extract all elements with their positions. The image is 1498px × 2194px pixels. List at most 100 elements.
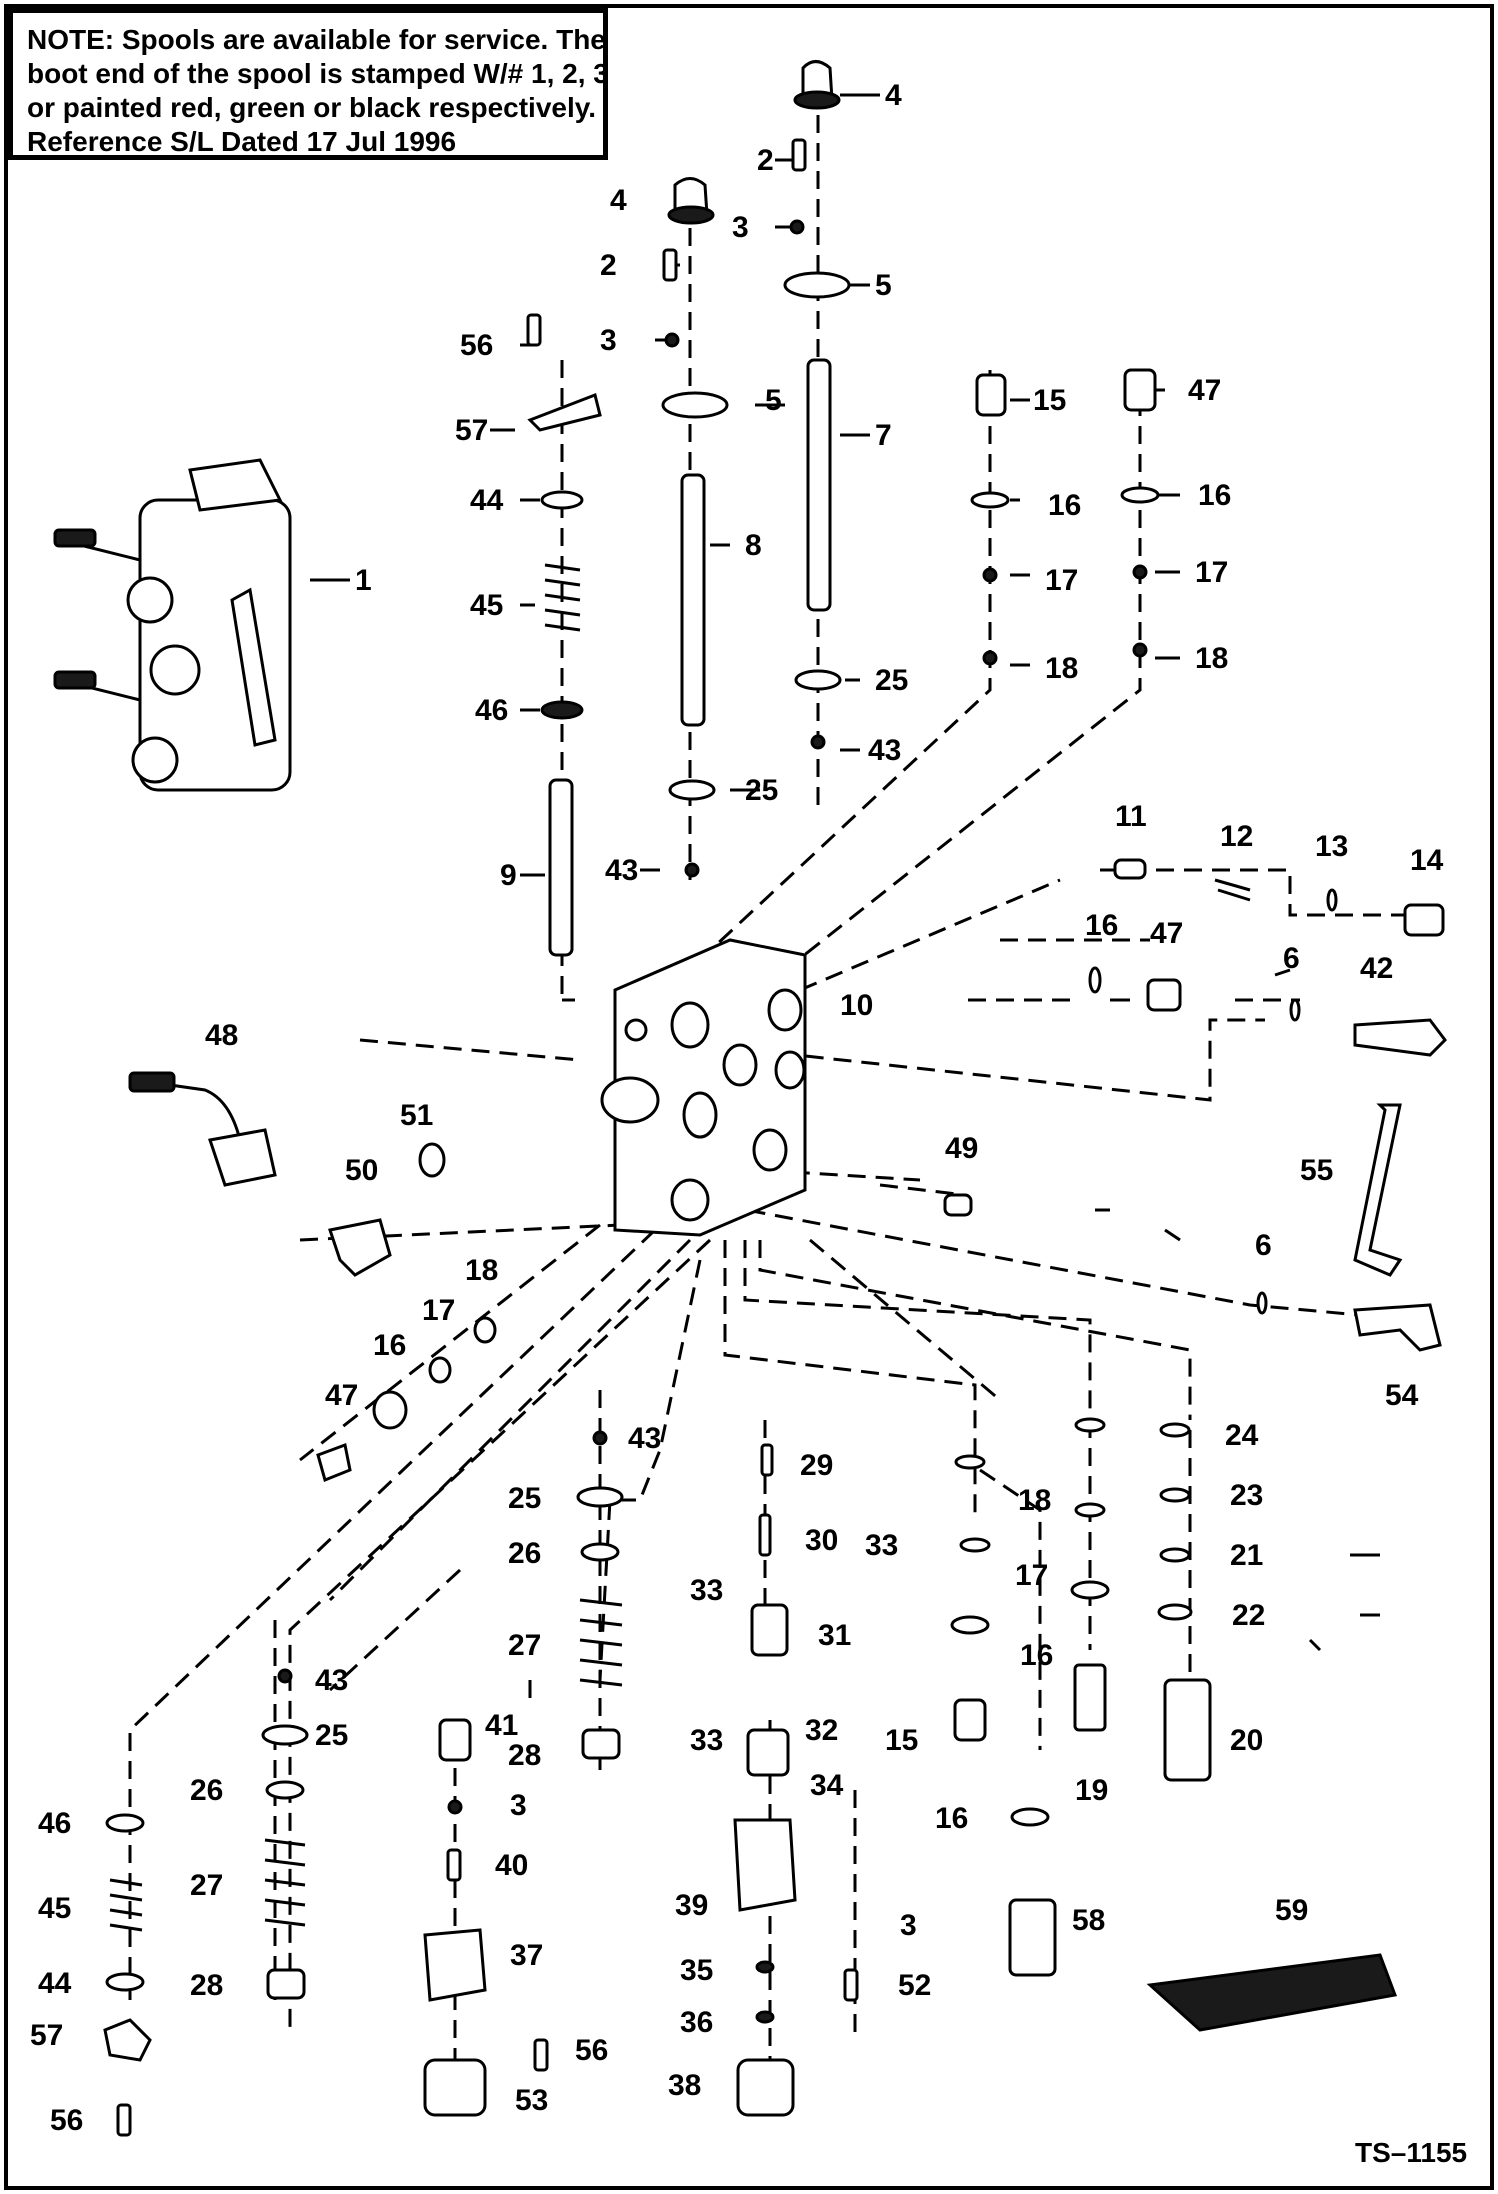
callout-43: 43 — [628, 1422, 661, 1455]
callout-3: 3 — [510, 1789, 527, 1822]
callout-53: 53 — [515, 2084, 548, 2117]
callout-5: 5 — [875, 269, 892, 302]
callout-40: 40 — [495, 1849, 528, 1882]
callout-11: 11 — [1115, 800, 1147, 833]
valve-body-10 — [600, 938, 807, 1237]
valve-assembly-1 — [53, 458, 292, 792]
callout-18: 18 — [1045, 652, 1078, 685]
callout-18: 18 — [465, 1254, 498, 1287]
callout-12: 12 — [1220, 820, 1253, 853]
callout-46: 46 — [475, 694, 508, 727]
callout-57: 57 — [30, 2019, 63, 2052]
callout-39: 39 — [675, 1889, 708, 1922]
callout-35: 35 — [680, 1954, 713, 1987]
callout-7: 7 — [875, 419, 892, 452]
callout-22: 22 — [1232, 1599, 1265, 1632]
callout-45: 45 — [470, 589, 503, 622]
callout-9: 9 — [500, 859, 517, 892]
callout-23: 23 — [1230, 1479, 1263, 1512]
service-note-box: NOTE: Spools are available for service. … — [8, 8, 609, 160]
callout-44: 44 — [470, 484, 504, 517]
callout-25: 25 — [508, 1482, 541, 1515]
callout-33: 33 — [690, 1574, 723, 1607]
callout-17: 17 — [422, 1294, 455, 1327]
callout-16: 16 — [1198, 479, 1231, 512]
drawing-number: TS–1155 — [1355, 2137, 1467, 2168]
callout-3: 3 — [732, 211, 749, 244]
callout-17: 17 — [1045, 564, 1078, 597]
callout-42: 42 — [1360, 952, 1393, 985]
parts — [53, 60, 1447, 2137]
callout-6: 6 — [1283, 942, 1300, 975]
callout-33: 33 — [690, 1724, 723, 1757]
callout-50: 50 — [345, 1154, 378, 1187]
callout-27: 27 — [190, 1869, 223, 1902]
callout-2: 2 — [757, 144, 774, 177]
callout-1: 1 — [355, 564, 372, 597]
note-line-4: Reference S/L Dated 17 Jul 1996 — [27, 126, 457, 157]
callout-47: 47 — [1150, 917, 1183, 950]
callout-5: 5 — [765, 384, 782, 417]
callout-26: 26 — [190, 1774, 223, 1807]
callout-31: 31 — [818, 1619, 851, 1652]
drawing-border — [4, 4, 1494, 2190]
callout-46: 46 — [38, 1807, 71, 1840]
callout-3: 3 — [900, 1909, 917, 1942]
callout-43: 43 — [868, 734, 901, 767]
callout-4: 4 — [885, 79, 902, 112]
callout-25: 25 — [745, 774, 778, 807]
callout-8: 8 — [745, 529, 762, 562]
callout-55: 55 — [1300, 1154, 1333, 1187]
callout-36: 36 — [680, 2006, 713, 2039]
callout-25: 25 — [315, 1719, 348, 1752]
callout-18: 18 — [1195, 642, 1228, 675]
callout-48: 48 — [205, 1019, 238, 1052]
callout-24: 24 — [1225, 1419, 1259, 1452]
callout-33: 33 — [865, 1529, 898, 1562]
leader-lines — [310, 93, 1380, 1652]
callout-37: 37 — [510, 1939, 543, 1972]
callout-47: 47 — [325, 1379, 358, 1412]
note-line-3: or painted red, green or black respectiv… — [27, 92, 597, 123]
callout-27: 27 — [508, 1629, 541, 1662]
callout-28: 28 — [508, 1739, 541, 1772]
callout-3: 3 — [600, 324, 617, 357]
callout-25: 25 — [875, 664, 908, 697]
callout-34: 34 — [810, 1769, 844, 1802]
callout-26: 26 — [508, 1537, 541, 1570]
callout-59: 59 — [1275, 1894, 1308, 1927]
callout-43: 43 — [315, 1664, 348, 1697]
callout-15: 15 — [885, 1724, 918, 1757]
callout-4: 4 — [610, 184, 627, 217]
callout-41: 41 — [485, 1709, 518, 1742]
callout-17: 17 — [1015, 1559, 1048, 1592]
callout-15: 15 — [1033, 384, 1066, 417]
callout-2: 2 — [600, 249, 617, 282]
callout-18: 18 — [1018, 1484, 1051, 1517]
callout-56: 56 — [575, 2034, 608, 2067]
callout-29: 29 — [800, 1449, 833, 1482]
callout-16: 16 — [935, 1802, 968, 1835]
callout-14: 14 — [1410, 844, 1444, 877]
callout-44: 44 — [38, 1967, 72, 2000]
callout-21: 21 — [1230, 1539, 1263, 1572]
callout-45: 45 — [38, 1892, 71, 1925]
callout-47: 47 — [1188, 374, 1221, 407]
callout-56: 56 — [460, 329, 493, 362]
callout-58: 58 — [1072, 1904, 1105, 1937]
callout-51: 51 — [400, 1099, 433, 1132]
callout-16: 16 — [1085, 909, 1118, 942]
callout-20: 20 — [1230, 1724, 1263, 1757]
callout-16: 16 — [1020, 1639, 1053, 1672]
callout-49: 49 — [945, 1132, 978, 1165]
callout-56: 56 — [50, 2104, 83, 2137]
callout-32: 32 — [805, 1714, 838, 1747]
callout-54: 54 — [1385, 1379, 1419, 1412]
callout-17: 17 — [1195, 556, 1228, 589]
callout-labels: 4 2 3 4 5 2 3 5 7 8 56 57 44 45 46 9 1 2… — [30, 79, 1467, 2168]
note-line-1: NOTE: Spools are available for service. … — [27, 24, 606, 55]
callout-28: 28 — [190, 1969, 223, 2002]
callout-6: 6 — [1255, 1229, 1272, 1262]
note-line-2: boot end of the spool is stamped W/# 1, … — [27, 58, 609, 89]
